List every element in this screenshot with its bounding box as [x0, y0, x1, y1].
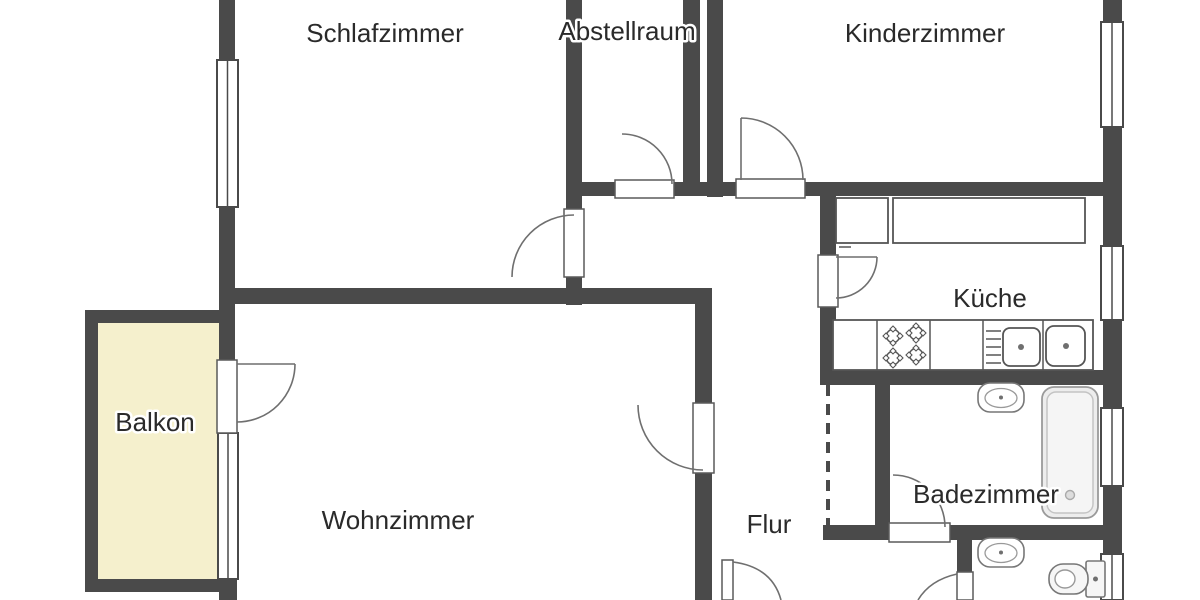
door-swing-icon: [835, 256, 878, 299]
balcony-floor: [98, 323, 220, 579]
wall-segment: [673, 182, 738, 196]
wall-segment: [820, 196, 836, 257]
wall-segment: [683, 0, 700, 183]
wall-segment: [875, 385, 890, 527]
room-label-flur: Flur: [747, 509, 792, 539]
wall-segment: [820, 370, 1122, 385]
door-schlafzimmer: [511, 208, 585, 278]
door-swing-icon: [637, 404, 704, 471]
wall-segment: [957, 540, 972, 575]
door-swing-icon: [621, 133, 673, 185]
wall-segment: [804, 182, 1122, 196]
balcony: [85, 310, 233, 592]
wall-segment: [219, 205, 235, 362]
window-icon: [1100, 407, 1124, 487]
door-badezimmer: [888, 474, 951, 543]
wall-segment: [707, 0, 723, 197]
refrigerator-icon: [835, 197, 889, 244]
window-icon: [1100, 21, 1124, 128]
wall-segment: [219, 577, 237, 600]
wall-segment: [582, 182, 618, 196]
bathroom-fixtures: [977, 382, 1106, 598]
door-wohnzimmer: [637, 402, 715, 474]
room-label-kinderzimmer: Kinderzimmer: [845, 18, 1006, 48]
washbasin-icon: [977, 382, 1025, 413]
kitchen-counter-icon: [892, 197, 1086, 244]
window-icon: [1100, 245, 1124, 321]
door-swing-icon: [511, 214, 575, 278]
doors: [216, 117, 974, 600]
wall-segment: [695, 288, 712, 405]
door-kueche: [817, 254, 878, 308]
window-icon: [217, 432, 239, 580]
walls: [219, 0, 1122, 600]
window-icon: [216, 59, 239, 208]
room-label-kueche: Küche: [953, 283, 1027, 313]
wall-segment: [1103, 320, 1122, 408]
wall-segment: [1103, 486, 1122, 554]
wall-segment: [820, 305, 836, 385]
door-swing-icon: [236, 363, 296, 423]
door-swing-icon: [917, 573, 958, 600]
washbasin-icon: [977, 537, 1025, 568]
wall-segment: [219, 0, 235, 62]
wall-segment: [1103, 0, 1122, 24]
room-label-wohnzimmer: Wohnzimmer: [322, 505, 475, 535]
wall-segment: [566, 0, 582, 210]
double-sink-icon: [1002, 325, 1086, 367]
windows: [216, 21, 1124, 600]
wall-segment: [949, 525, 1107, 540]
door-balcony: [216, 359, 296, 434]
wall-segment: [823, 525, 891, 540]
room-labels: Schlafzimmer Abstellraum Kinderzimmer Kü…: [113, 14, 1062, 542]
wall-segment: [695, 471, 712, 600]
dish-drainer-icon: [986, 330, 1001, 364]
toilet-icon: [1048, 560, 1106, 598]
room-label-balkon: Balkon: [115, 407, 195, 437]
door-swing-icon: [732, 561, 782, 600]
room-label-badezimmer: Badezimmer: [913, 479, 1059, 509]
door-entry: [721, 559, 782, 600]
door-wc: [917, 571, 974, 600]
wall-segment: [219, 288, 712, 304]
kitchen-fixtures: [832, 197, 1094, 371]
door-abstellraum: [614, 133, 675, 199]
room-label-schlafzimmer: Schlafzimmer: [306, 18, 464, 48]
bathtub-icon: [1041, 386, 1099, 519]
door-swing-icon: [740, 117, 804, 181]
room-label-abstellraum: Abstellraum: [558, 16, 695, 46]
door-swing-icon: [892, 474, 946, 528]
door-kinderzimmer: [735, 117, 806, 199]
